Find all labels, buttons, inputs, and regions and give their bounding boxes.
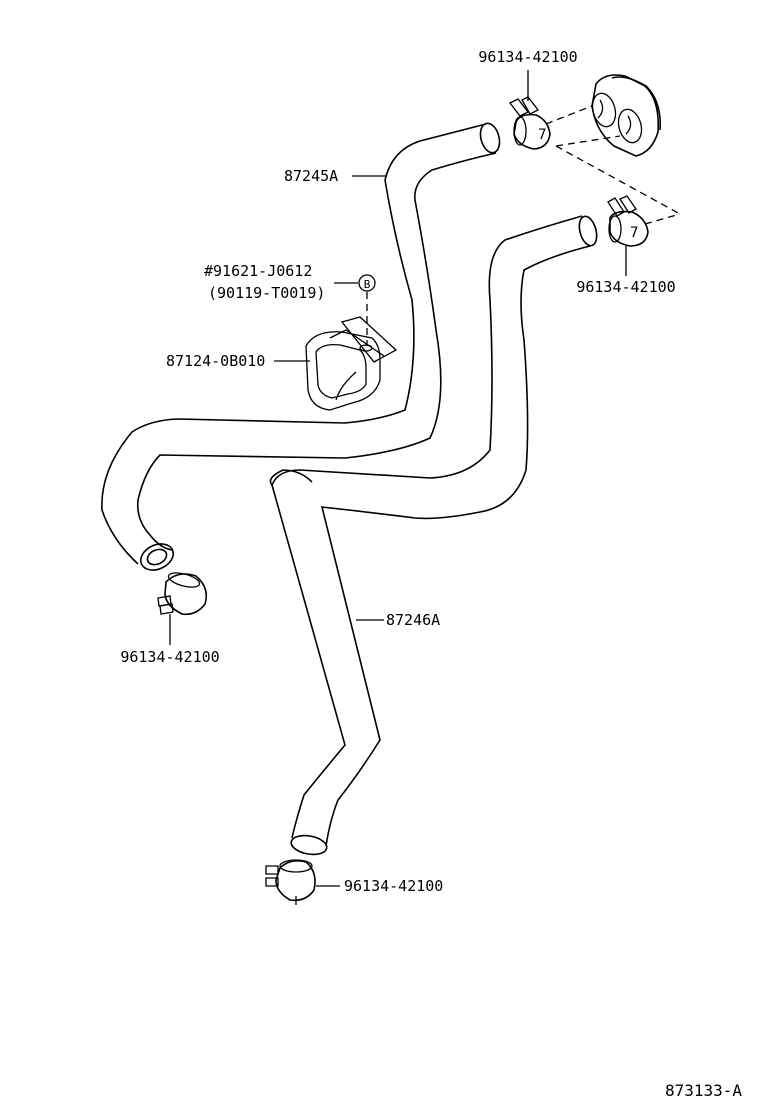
clamp-top-mark: 7	[538, 127, 546, 143]
clamp-top: 7	[509, 96, 551, 150]
label-clamp-top: 96134-42100	[478, 48, 577, 66]
label-hose-upper: 87245A	[284, 167, 338, 185]
label-clamp-right: 96134-42100	[576, 278, 675, 296]
diagram-number: 873133-A	[665, 1081, 742, 1100]
clamp-right-mark: 7	[630, 225, 638, 241]
label-bolt-alt: (90119-T0019)	[208, 284, 325, 302]
marker-b-label: B	[364, 278, 371, 291]
clamp-left	[157, 572, 208, 616]
grommet	[591, 74, 662, 157]
label-clamp-left: 96134-42100	[120, 648, 219, 666]
label-hose-lower: 87246A	[386, 611, 440, 629]
bolt-marker: B	[358, 274, 376, 346]
clamp-bottom	[265, 859, 316, 905]
hose-87246a	[269, 215, 598, 856]
label-bolt: #91621-J0612	[204, 262, 312, 280]
hose-87245a	[101, 122, 501, 571]
label-clamp-bottom: 96134-42100	[344, 877, 443, 895]
bracket-87124	[305, 316, 398, 411]
label-bracket: 87124-0B010	[166, 352, 265, 370]
clamp-right: 7	[607, 195, 649, 247]
